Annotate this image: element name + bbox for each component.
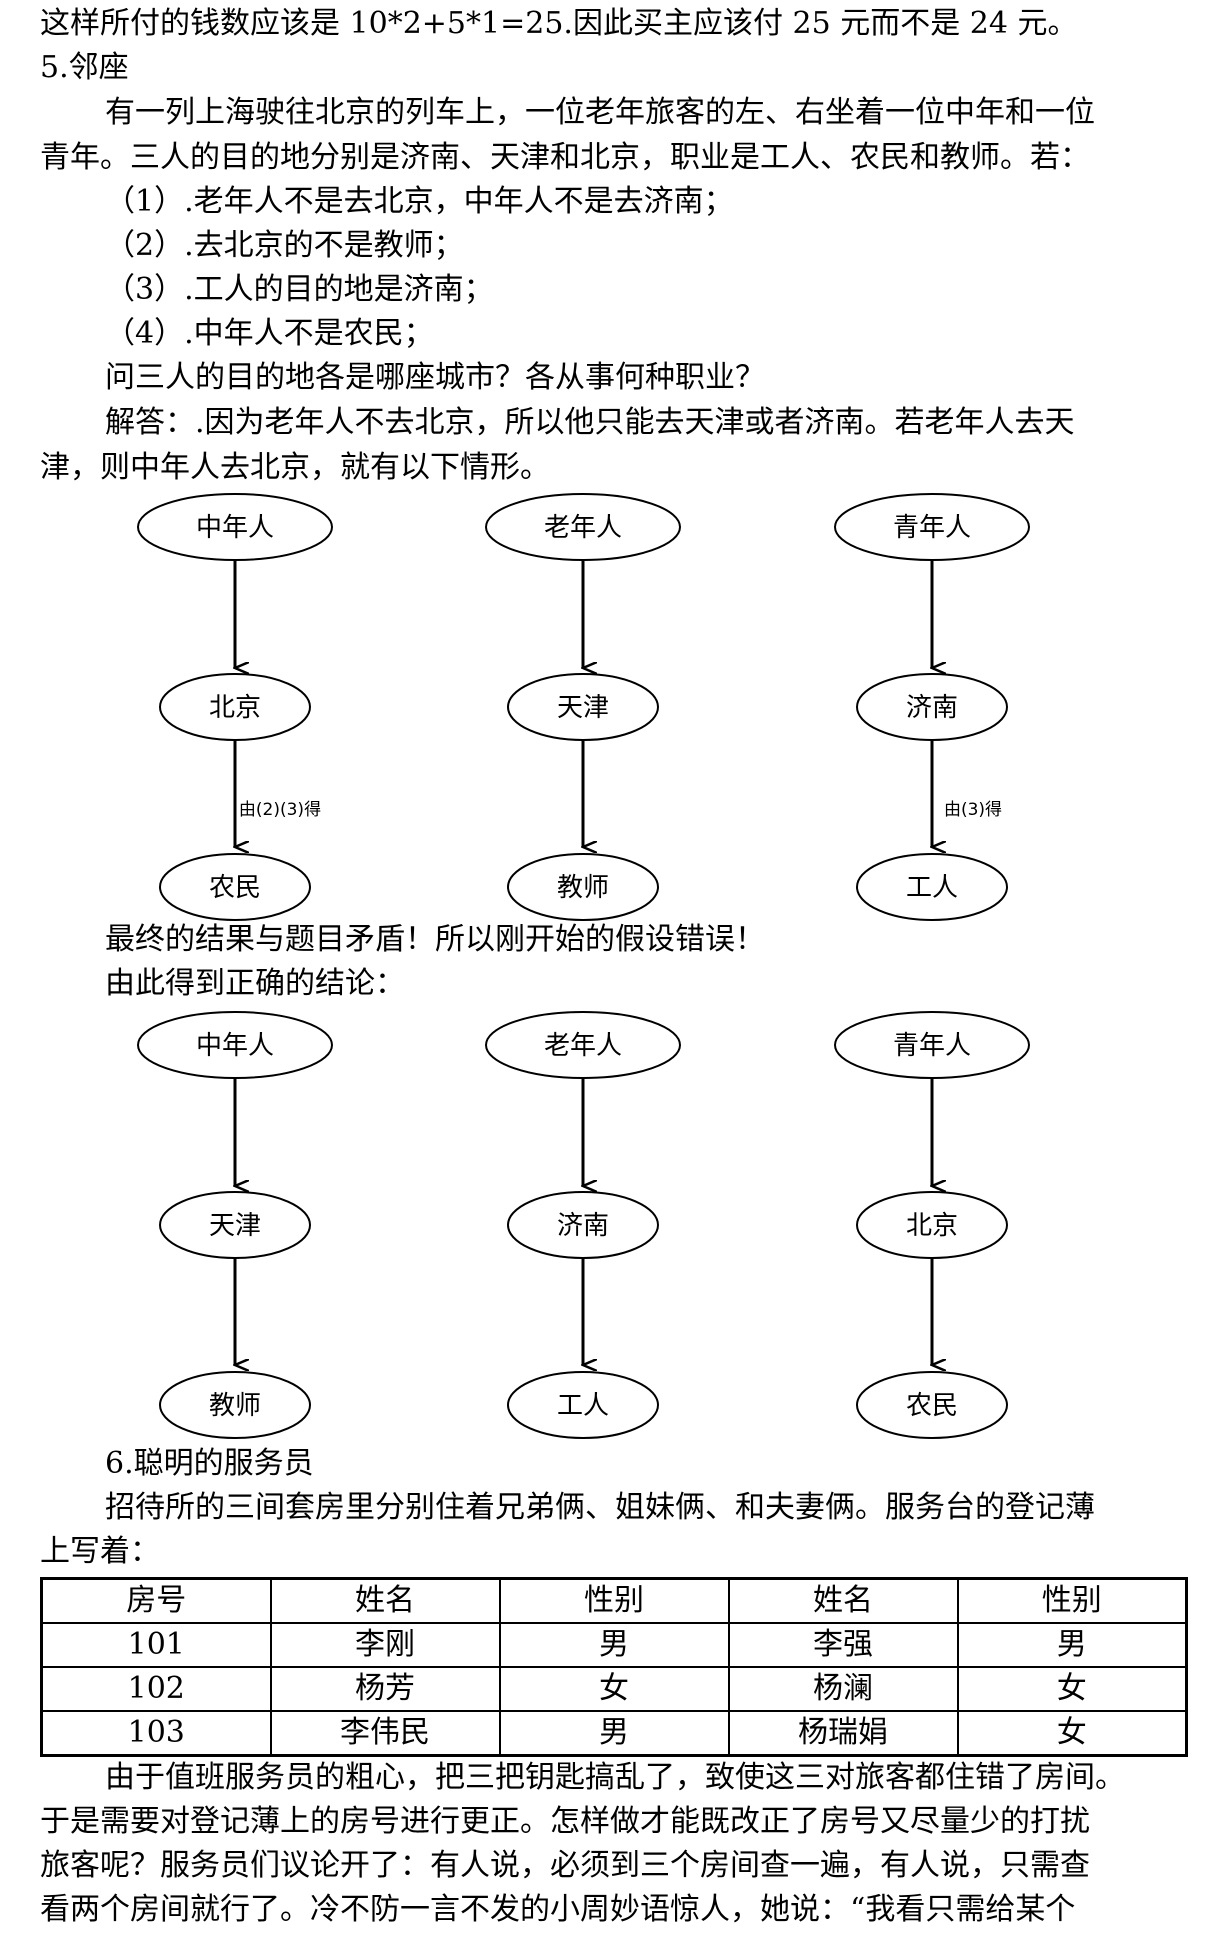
table-cell: 女	[956, 1710, 1188, 1757]
column-elderly: 老年人 济南 工人	[485, 1011, 681, 1439]
job-label: 农民	[209, 873, 261, 903]
city-label: 北京	[209, 693, 261, 723]
paragraph-line: 青年。三人的目的地分别是济南、天津和北京，职业是工人、农民和教师。若：	[40, 140, 1090, 175]
header-cell: 姓名	[269, 1577, 501, 1624]
table-cell: 杨澜	[727, 1666, 959, 1712]
paragraph-line: 于是需要对登记薄上的房号进行更正。怎样做才能既改正了房号又尽量少的打扰	[40, 1804, 1090, 1839]
hypothesis-diagram: 中年人 北京 由(2)(3)得 农民 老年人 天津 教师	[0, 490, 1221, 930]
table-row: 101 李刚 男 李强 男	[40, 1622, 1188, 1668]
paragraph-line: 有一列上海驶往北京的列车上，一位老年旅客的左、右坐着一位中年和一位	[105, 95, 1095, 130]
table-cell: 女	[956, 1666, 1188, 1712]
condition-item: （2）.去北京的不是教师；	[105, 228, 464, 263]
job-node	[159, 1371, 311, 1439]
table-cell: 李强	[727, 1622, 959, 1668]
paragraph-line: 看两个房间就行了。冷不防一言不发的小周妙语惊人，她说：“我看只需给某个	[40, 1892, 1076, 1927]
person-label: 青年人	[893, 1031, 971, 1061]
paragraph-line: 这样所付的钱数应该是 10*2+5*1=25.因此买主应该付 25 元而不是 2…	[40, 6, 1078, 41]
header-cell: 姓名	[727, 1577, 959, 1624]
table-row: 102 杨芳 女 杨澜 女	[40, 1666, 1188, 1712]
job-label: 工人	[906, 873, 958, 903]
header-cell: 性别	[498, 1577, 730, 1624]
table-cell: 李刚	[269, 1622, 501, 1668]
job-label: 教师	[557, 873, 609, 903]
paragraph-line: 由于值班服务员的粗心，把三把钥匙搞乱了，致使这三对旅客都住错了房间。	[105, 1760, 1125, 1795]
job-node	[856, 853, 1008, 921]
paragraph-line: 上写着：	[40, 1534, 160, 1569]
job-node	[159, 853, 311, 921]
inference-note: 由(3)得	[944, 800, 1002, 820]
person-label: 中年人	[196, 513, 274, 543]
column-elderly: 老年人 天津 教师	[485, 493, 681, 921]
job-node	[507, 1371, 659, 1439]
table-cell: 杨瑞娟	[727, 1710, 959, 1757]
section-heading: 6.聪明的服务员	[105, 1446, 314, 1481]
column-young: 青年人 济南 由(3)得 工人	[834, 493, 1030, 921]
condition-item: （3）.工人的目的地是济南；	[105, 272, 494, 307]
inference-note: 由(2)(3)得	[239, 800, 321, 820]
paragraph-line: 招待所的三间套房里分别住着兄弟俩、姐妹俩、和夫妻俩。服务台的登记薄	[105, 1490, 1095, 1525]
table-cell: 男	[498, 1710, 730, 1757]
condition-item: （4）.中年人不是农民；	[105, 316, 434, 351]
job-label: 农民	[906, 1391, 958, 1421]
room-number: 102	[40, 1666, 272, 1712]
column-middle-aged: 中年人 天津 教师	[137, 1011, 333, 1439]
city-label: 济南	[557, 1211, 609, 1241]
conclusion-diagram: 中年人 天津 教师 老年人 济南 工人 青年人	[0, 1008, 1221, 1448]
header-cell: 房号	[40, 1577, 272, 1624]
job-label: 教师	[209, 1391, 261, 1421]
city-label: 北京	[906, 1211, 958, 1241]
paragraph-line: 旅客呢？服务员们议论开了：有人说，必须到三个房间查一遍，有人说，只需查	[40, 1848, 1090, 1883]
column-young: 青年人 北京 农民	[834, 1011, 1030, 1439]
section-heading: 5.邻座	[40, 50, 129, 85]
table-row: 103 李伟民 男 杨瑞娟 女	[40, 1710, 1188, 1757]
job-node	[856, 1371, 1008, 1439]
answer-line: 解答：.因为老年人不去北京，所以他只能去天津或者济南。若老年人去天	[105, 405, 1075, 440]
job-label: 工人	[557, 1391, 609, 1421]
person-label: 老年人	[544, 1031, 622, 1061]
question-text: 问三人的目的地各是哪座城市？各从事何种职业？	[105, 360, 765, 395]
person-label: 老年人	[544, 513, 622, 543]
table-header-row: 房号 姓名 性别 姓名 性别	[40, 1577, 1188, 1624]
column-middle-aged: 中年人 北京 由(2)(3)得 农民	[137, 493, 333, 921]
answer-line: 津，则中年人去北京，就有以下情形。	[40, 450, 550, 485]
contradiction-text: 最终的结果与题目矛盾！所以刚开始的假设错误！	[105, 922, 765, 957]
header-cell: 性别	[956, 1577, 1188, 1624]
table-cell: 男	[956, 1622, 1188, 1668]
condition-item: （1）.老年人不是去北京，中年人不是去济南；	[105, 184, 734, 219]
person-label: 青年人	[893, 513, 971, 543]
room-number: 103	[40, 1710, 272, 1757]
person-label: 中年人	[196, 1031, 274, 1061]
table-cell: 李伟民	[269, 1710, 501, 1757]
job-node	[507, 853, 659, 921]
city-label: 天津	[209, 1211, 261, 1241]
city-label: 天津	[557, 693, 609, 723]
table-cell: 女	[498, 1666, 730, 1712]
city-label: 济南	[906, 693, 958, 723]
table-cell: 男	[498, 1622, 730, 1668]
room-number: 101	[40, 1622, 272, 1668]
register-table: 房号 姓名 性别 姓名 性别 101 李刚 男 李强 男 102 杨芳 女 杨澜…	[40, 1577, 1188, 1757]
conclusion-intro: 由此得到正确的结论：	[105, 966, 405, 1001]
table-cell: 杨芳	[269, 1666, 501, 1712]
